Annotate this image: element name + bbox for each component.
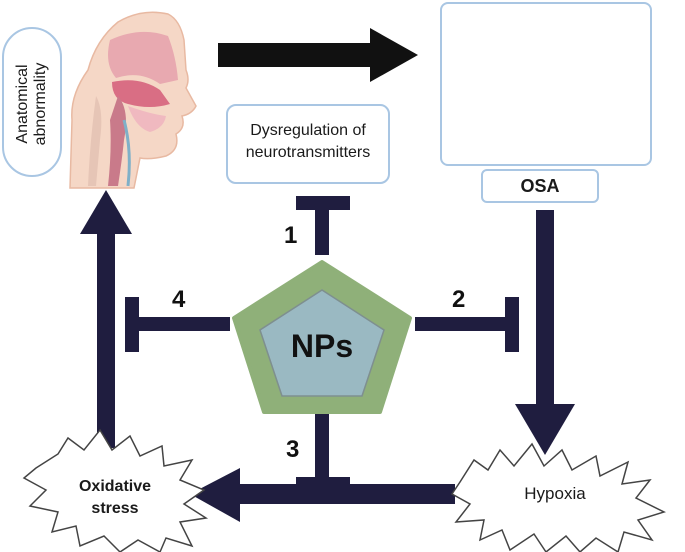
oxidative-stress-label: Oxidative stress bbox=[78, 478, 152, 517]
nps-pentagon-inner bbox=[259, 289, 385, 397]
hypoxia-label: Hypoxia bbox=[524, 484, 586, 503]
nps-label: NPs bbox=[290, 328, 354, 364]
arrow-anatomy-to-osa-head bbox=[370, 28, 418, 82]
dysregulation-label: Dysregulation of neurotransmitters bbox=[245, 122, 371, 161]
osa-box bbox=[481, 169, 599, 203]
anatomical-abnormality-label: Anatomical abnormality bbox=[14, 62, 49, 146]
oxidative-burst bbox=[22, 428, 209, 552]
dysregulation-box bbox=[226, 104, 390, 184]
osa-label: OSA bbox=[520, 176, 560, 196]
number-2: 2 bbox=[452, 286, 466, 313]
arrow-hypoxia-to-oxidative-head bbox=[190, 468, 240, 522]
anatomical-abnormality-box bbox=[2, 27, 62, 177]
osa-image-frame bbox=[440, 2, 652, 166]
arrow-osa-to-hypoxia-head bbox=[515, 404, 575, 455]
number-3: 3 bbox=[286, 436, 300, 463]
head-airway-icon bbox=[69, 11, 197, 189]
arrow-oxidative-to-anatomy-head bbox=[80, 190, 132, 234]
number-1: 1 bbox=[284, 222, 298, 249]
number-4: 4 bbox=[172, 286, 186, 313]
hypoxia-burst bbox=[450, 442, 667, 552]
